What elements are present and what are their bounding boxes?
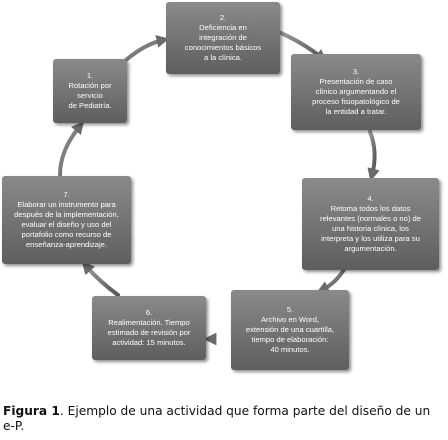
arrow-4-to-5 — [316, 266, 347, 293]
node-6-number: 6. — [145, 308, 153, 317]
arrow-6-to-7 — [81, 261, 120, 297]
arrow-3-to-4 — [367, 130, 380, 182]
node-7-text: Elaborar un instrumento para después de … — [14, 200, 119, 249]
node-2: 2. Deficiencia en integración de conocim… — [166, 2, 280, 74]
cycle-diagram — [58, 31, 380, 346]
caption-label: Figura 1 — [3, 404, 60, 418]
node-3-number: 3. — [352, 67, 360, 76]
node-2-text: Deficiencia en integración de conocimien… — [184, 23, 262, 62]
node-4-text: Retoma todos los datos relevantes (norma… — [320, 204, 421, 253]
node-7: 7. Elaborar un instrumento para después … — [2, 176, 131, 264]
node-3-text: Presentación de caso clínico argumentand… — [312, 77, 400, 116]
node-1: 1. Rotación por servicio de Pediatría. — [53, 59, 127, 123]
node-7-number: 7. — [63, 190, 70, 199]
caption-text: . Ejemplo de una actividad que forma par… — [3, 404, 431, 433]
arrow-1-to-2 — [124, 35, 170, 62]
arrow-7-to-1 — [58, 121, 85, 177]
node-3: 3. Presentación de caso clínico argument… — [291, 54, 421, 130]
node-4-number: 4. — [367, 194, 374, 203]
node-6-text: Realimentación. Tiempo estimado de revis… — [107, 318, 191, 347]
node-1-text: Rotación por servicio de Pediatría. — [68, 81, 112, 110]
node-5: 5. Archivo en Word, extensión de una cua… — [231, 290, 349, 370]
node-1-number: 1. — [86, 71, 94, 80]
node-4: 4. Retoma todos los datos relevantes (no… — [302, 178, 439, 270]
figure-caption: Figura 1. Ejemplo de una actividad que f… — [3, 404, 443, 434]
node-5-number: 5. — [286, 305, 294, 314]
node-6: 6. Realimentación. Tiempo estimado de re… — [92, 296, 206, 360]
node-5-text: Archivo en Word, extensión de una cuarti… — [245, 315, 335, 354]
node-2-number: 2. — [219, 13, 227, 22]
